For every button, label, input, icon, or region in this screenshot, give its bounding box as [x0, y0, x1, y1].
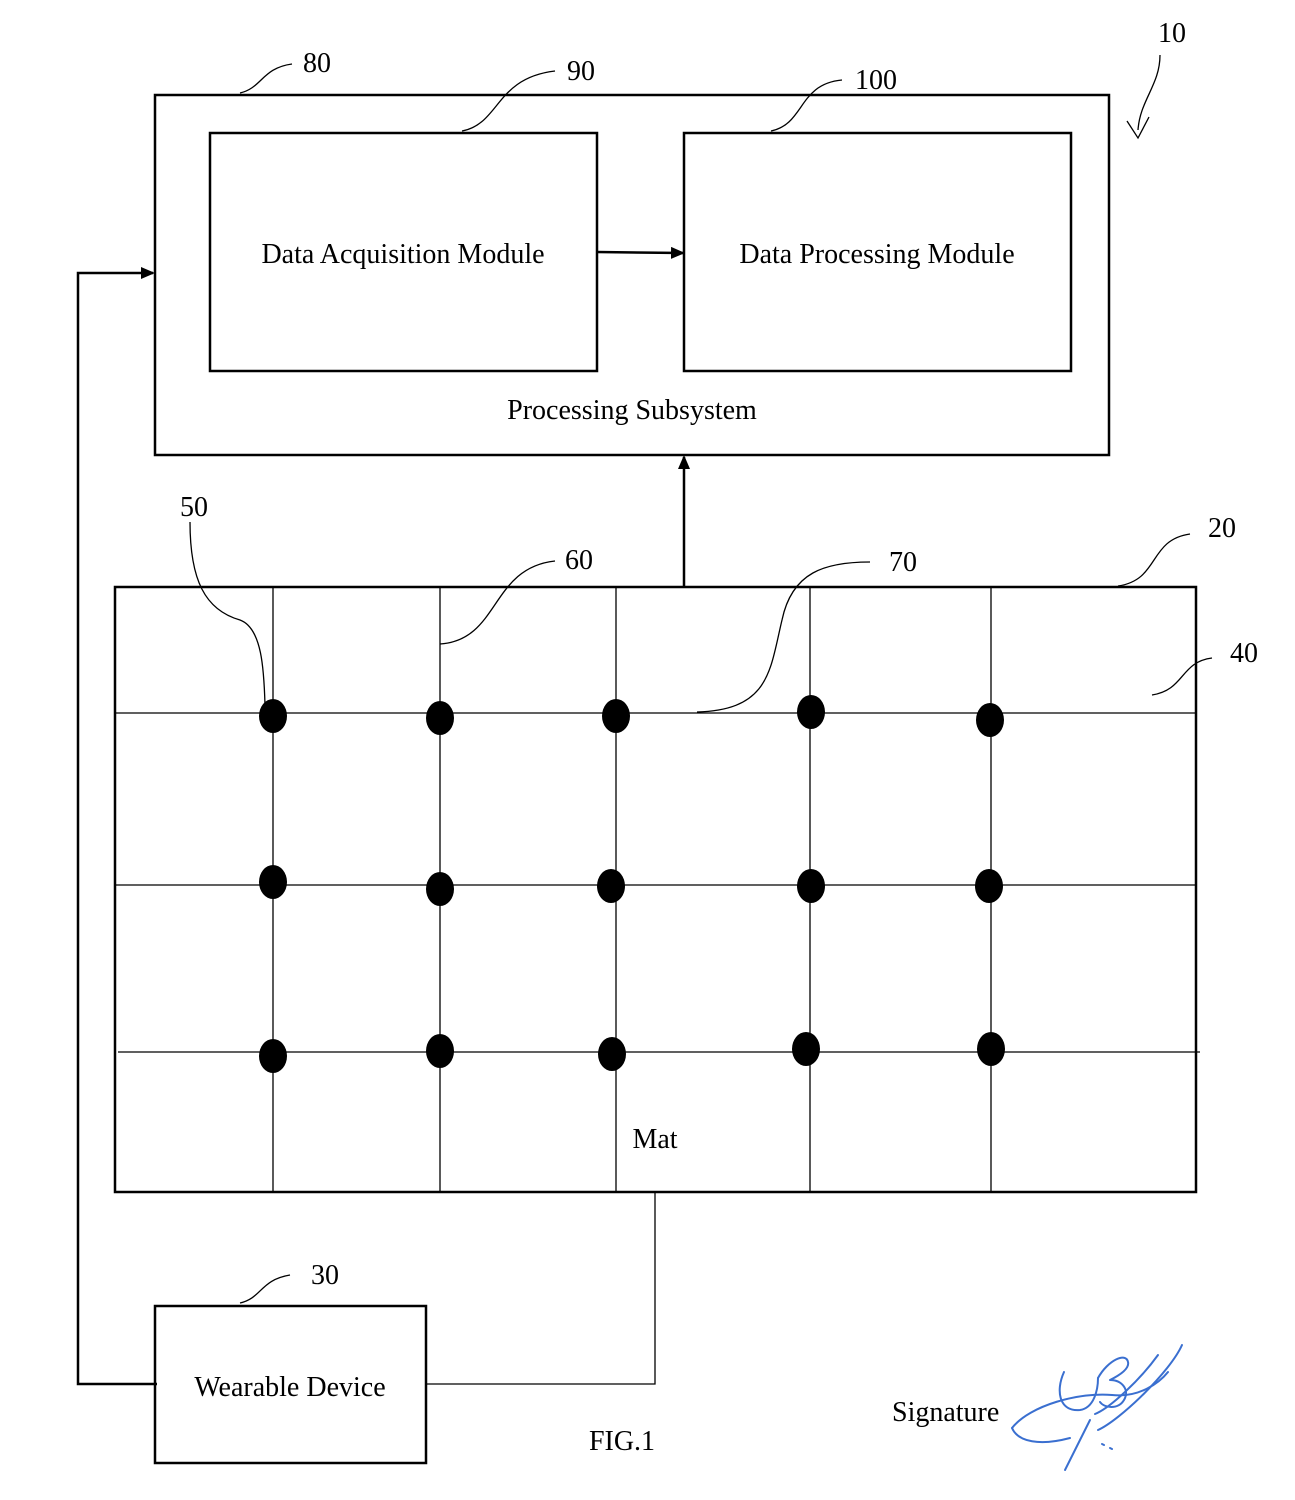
sensor-dot	[259, 699, 287, 733]
sensor-dot	[792, 1032, 820, 1066]
sensor-dot	[597, 869, 625, 903]
ref-100: 100	[855, 65, 897, 96]
data-acquisition-module-label: Data Acquisition Module	[261, 239, 544, 270]
processing-subsystem-box	[153, 93, 1111, 457]
processing-subsystem-label: Processing Subsystem	[507, 395, 757, 426]
leader-80	[239, 63, 293, 94]
ref-10: 10	[1158, 18, 1186, 49]
mat-to-wearable-line	[426, 1192, 656, 1385]
leader-20	[1117, 533, 1191, 587]
signature-scribble	[1011, 1344, 1183, 1471]
ref-60: 60	[565, 545, 593, 576]
ref-30: 30	[311, 1260, 339, 1291]
wearable-to-subsystem-arrow	[76, 267, 157, 1386]
leader-100	[770, 79, 843, 132]
ref-90: 90	[567, 56, 595, 87]
ref-40: 40	[1230, 638, 1258, 669]
sensor-dot	[797, 869, 825, 903]
leader-10	[1137, 54, 1161, 131]
figure-caption: FIG.1	[589, 1426, 655, 1457]
mat-label: Mat	[632, 1124, 677, 1155]
sensor-dot	[426, 1034, 454, 1068]
sensor-dot	[598, 1037, 626, 1071]
arrow-10-head	[1126, 116, 1150, 140]
sensor-dot	[602, 699, 630, 733]
leader-40	[1151, 657, 1213, 696]
leader-50	[189, 521, 266, 706]
ref-70: 70	[889, 547, 917, 578]
data-processing-module-label: Data Processing Module	[739, 239, 1014, 270]
leader-60	[439, 560, 556, 645]
sensor-grid	[259, 695, 1005, 1073]
signature-label: Signature	[892, 1397, 999, 1428]
ref-20: 20	[1208, 513, 1236, 544]
sensor-dot	[976, 703, 1004, 737]
sensor-dot	[259, 865, 287, 899]
wearable-device-label: Wearable Device	[194, 1372, 385, 1403]
leader-90	[461, 70, 556, 132]
leader-30	[239, 1274, 291, 1304]
sensor-dot	[797, 695, 825, 729]
sensor-dot	[977, 1032, 1005, 1066]
leader-70	[696, 561, 871, 713]
ref-50: 50	[180, 492, 208, 523]
acquisition-to-processing-arrow	[596, 246, 685, 259]
sensor-dot	[426, 872, 454, 906]
sensor-dot	[259, 1039, 287, 1073]
ref-80: 80	[303, 48, 331, 79]
sensor-dot	[975, 869, 1003, 903]
sensor-dot	[426, 701, 454, 735]
